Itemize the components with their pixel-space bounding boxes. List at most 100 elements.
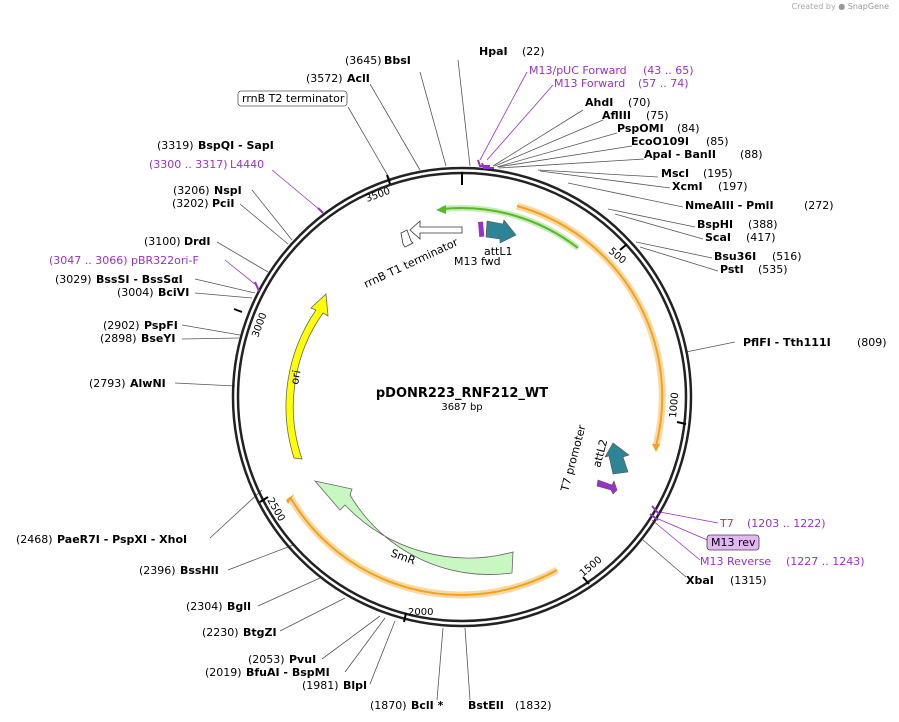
- enzyme-bfuai[interactable]: (2019) BfuAI - BspMI: [205, 666, 330, 679]
- svg-text:(3206): (3206): [173, 184, 210, 197]
- svg-text:(2396): (2396): [139, 564, 176, 577]
- svg-text:pBR322ori-F: pBR322ori-F: [131, 254, 199, 267]
- enzyme-pcii[interactable]: (3202)PciI: [172, 197, 234, 210]
- svg-text:M13/pUC Forward: M13/pUC Forward: [529, 64, 627, 77]
- svg-text:(417): (417): [746, 231, 776, 244]
- enzyme-bsssi[interactable]: (3029)BssSI - BssSαI: [55, 273, 183, 286]
- t7-promoter-label: T7 promoter: [558, 423, 589, 494]
- svg-text:BssHII: BssHII: [180, 564, 219, 577]
- svg-text:BciVI: BciVI: [158, 286, 189, 299]
- svg-text:(3202): (3202): [172, 197, 209, 210]
- enzyme-hpai[interactable]: HpaI(22): [479, 45, 545, 58]
- svg-text:(3100): (3100): [144, 235, 181, 248]
- svg-text:AhdI: AhdI: [585, 96, 613, 109]
- svg-text:(1981): (1981): [302, 679, 339, 692]
- svg-text:ScaI: ScaI: [705, 231, 731, 244]
- enzyme-bspqi[interactable]: (3319)BspQI - SapI: [157, 139, 274, 152]
- svg-text:NmeAIII - PmlI: NmeAIII - PmlI: [685, 199, 774, 212]
- enzyme-bseyi[interactable]: (2898) BseYI: [100, 332, 175, 345]
- orange-feature-arc-bottom: [289, 496, 558, 596]
- attl1-feature: [485, 219, 517, 244]
- svg-text:BseYI: BseYI: [141, 332, 175, 345]
- enzyme-acli[interactable]: (3572) AclI: [306, 72, 370, 85]
- svg-text:BtgZI: BtgZI: [243, 626, 277, 639]
- enzyme-xcmi[interactable]: XcmI (197): [672, 180, 748, 193]
- enzyme-bsu36i[interactable]: Bsu36I(516): [714, 250, 802, 263]
- enzyme-nmeaiii[interactable]: NmeAIII - PmlI(272): [685, 199, 834, 212]
- rrnb-t2-label-box: [237, 90, 348, 107]
- primer-pbr322ori-f[interactable]: (3047 .. 3066)pBR322ori-F: [49, 254, 199, 267]
- m13rev-label-box: [706, 534, 760, 551]
- enzyme-msci[interactable]: MscI(195): [661, 167, 733, 180]
- enzyme-bcivi[interactable]: (3004)BciVI: [117, 286, 189, 299]
- svg-text:(2793): (2793): [89, 377, 126, 390]
- svg-text:PflFI - Tth111I: PflFI - Tth111I: [743, 336, 831, 349]
- enzyme-ahdi[interactable]: AhdI(70): [585, 96, 651, 109]
- svg-text:(516): (516): [772, 250, 802, 263]
- enzyme-bsshii[interactable]: (2396) BssHII: [139, 564, 219, 577]
- enzyme-bcli[interactable]: (1870) BclI *: [370, 699, 444, 712]
- svg-text:(3572): (3572): [306, 72, 343, 85]
- svg-text:AclI: AclI: [347, 72, 370, 85]
- enzyme-afliii[interactable]: AflIII(75): [602, 109, 669, 122]
- svg-text:(197): (197): [718, 180, 748, 193]
- primer-t7[interactable]: T7(1203 .. 1222): [719, 517, 826, 530]
- svg-text:(535): (535): [758, 263, 788, 276]
- svg-text:PstI: PstI: [720, 263, 744, 276]
- svg-text:(3029): (3029): [55, 273, 92, 286]
- orange-feature-arrowhead-right: [652, 444, 660, 452]
- enzyme-paer7i[interactable]: (2468)PaeR7I - PspXI - XhoI: [16, 533, 187, 546]
- svg-text:NspI: NspI: [214, 184, 242, 197]
- enzyme-ecoo109i[interactable]: EcoO109I(85): [631, 135, 729, 148]
- primer-m13-forward[interactable]: M13 Forward(57 .. 74): [554, 77, 689, 90]
- smr-feature: [313, 480, 514, 575]
- ruler-ticks: [233, 174, 687, 623]
- enzyme-xbai[interactable]: XbaI(1315): [686, 574, 767, 587]
- plasmid-backbone: [231, 166, 693, 628]
- enzyme-bsteii[interactable]: BstEII(1832): [468, 699, 552, 712]
- svg-text:(2898): (2898): [100, 332, 137, 345]
- svg-text:(3319): (3319): [157, 139, 194, 152]
- enzyme-pspfi[interactable]: (2902)PspFI: [103, 319, 178, 332]
- enzyme-bbsi[interactable]: (3645)BbsI: [345, 54, 411, 67]
- rrnb-t2-label: rrnB T2 terminator: [242, 92, 345, 105]
- enzyme-pvui[interactable]: (2053)PvuI: [248, 653, 316, 666]
- tick-2000: 2000: [408, 607, 433, 618]
- svg-text:BstEII: BstEII: [468, 699, 504, 712]
- enzyme-btgzi[interactable]: (2230) BtgZI: [202, 626, 277, 639]
- svg-text:BspHI: BspHI: [697, 218, 733, 231]
- leader-lines: [174, 59, 736, 701]
- enzyme-pspomi[interactable]: PspOMI(84): [617, 122, 700, 135]
- svg-text:PspFI: PspFI: [144, 319, 178, 332]
- enzyme-alwni[interactable]: (2793)AlwNI: [89, 377, 166, 390]
- enzyme-apai[interactable]: ApaI - BanII(88): [644, 148, 763, 161]
- primer-m13puc-forward[interactable]: M13/pUC Forward (43 .. 65): [529, 64, 694, 77]
- rrnb-t1-feature: [409, 220, 463, 240]
- svg-text:(2304): (2304): [186, 600, 223, 613]
- m13rev-label[interactable]: M13 rev: [711, 536, 756, 549]
- svg-text:(75): (75): [646, 109, 669, 122]
- enzyme-pflfi[interactable]: PflFI - Tth111I (809): [743, 336, 887, 349]
- primer-l4440[interactable]: (3300 .. 3317)L4440: [149, 158, 264, 171]
- svg-text:(1870): (1870): [370, 699, 407, 712]
- enzyme-drdi[interactable]: (3100)DrdI: [144, 235, 211, 248]
- enzyme-bgli[interactable]: (2304)BglI: [186, 600, 251, 613]
- svg-text:(43 .. 65): (43 .. 65): [643, 64, 694, 77]
- enzyme-psti[interactable]: PstI (535): [720, 263, 788, 276]
- svg-text:(195): (195): [703, 167, 733, 180]
- svg-text:(3645): (3645): [345, 54, 382, 67]
- svg-text:(2230): (2230): [202, 626, 239, 639]
- enzyme-nspi[interactable]: (3206) NspI: [173, 184, 242, 197]
- svg-text:XcmI: XcmI: [672, 180, 703, 193]
- enzyme-scai[interactable]: ScaI (417): [705, 231, 776, 244]
- svg-text:M13 Reverse: M13 Reverse: [700, 555, 771, 568]
- enzyme-bsphi[interactable]: BspHI(388): [697, 218, 778, 231]
- svg-text:(809): (809): [857, 336, 887, 349]
- primer-m13-reverse[interactable]: M13 Reverse(1227 .. 1243): [700, 555, 865, 568]
- svg-text:PvuI: PvuI: [289, 653, 316, 666]
- svg-text:PaeR7I - PspXI - XhoI: PaeR7I - PspXI - XhoI: [57, 533, 187, 546]
- svg-text:(2019): (2019): [205, 666, 242, 679]
- svg-text:BclI *: BclI *: [411, 699, 444, 712]
- svg-text:BfuAI - BspMI: BfuAI - BspMI: [246, 666, 330, 679]
- enzyme-blpi[interactable]: (1981)BlpI: [302, 679, 367, 692]
